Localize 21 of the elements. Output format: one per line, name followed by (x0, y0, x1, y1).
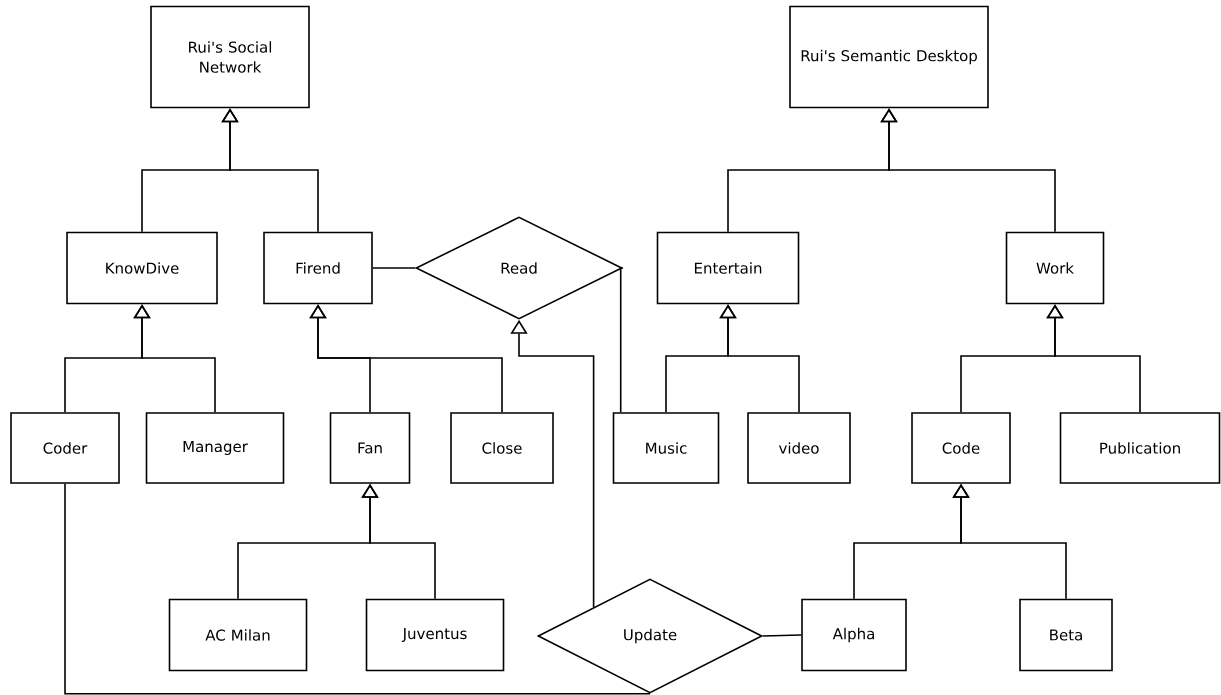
connector-line (619, 267, 624, 413)
class-box: Rui's Social Network (150, 5, 310, 109)
class-box: video (747, 412, 851, 484)
class-box: Music (612, 412, 720, 484)
class-box: Fan (329, 412, 411, 484)
class-box: Juventus (365, 598, 505, 672)
class-box: Rui's Semantic Desktop (789, 5, 989, 109)
class-box: AC Milan (168, 598, 308, 672)
class-box: Alpha (801, 598, 907, 672)
class-box: Beta (1019, 598, 1113, 672)
class-box: Firend (263, 231, 373, 305)
class-box: Coder (10, 412, 120, 484)
class-box: Manager (145, 412, 285, 484)
class-box: Publication (1059, 412, 1221, 484)
connector-line (762, 634, 802, 637)
class-box: KnowDive (66, 231, 218, 305)
class-box: Close (450, 412, 554, 484)
class-box: Work (1005, 231, 1105, 305)
connector-line (372, 267, 416, 269)
class-box: Code (911, 412, 1011, 484)
class-box: Entertain (656, 231, 800, 305)
